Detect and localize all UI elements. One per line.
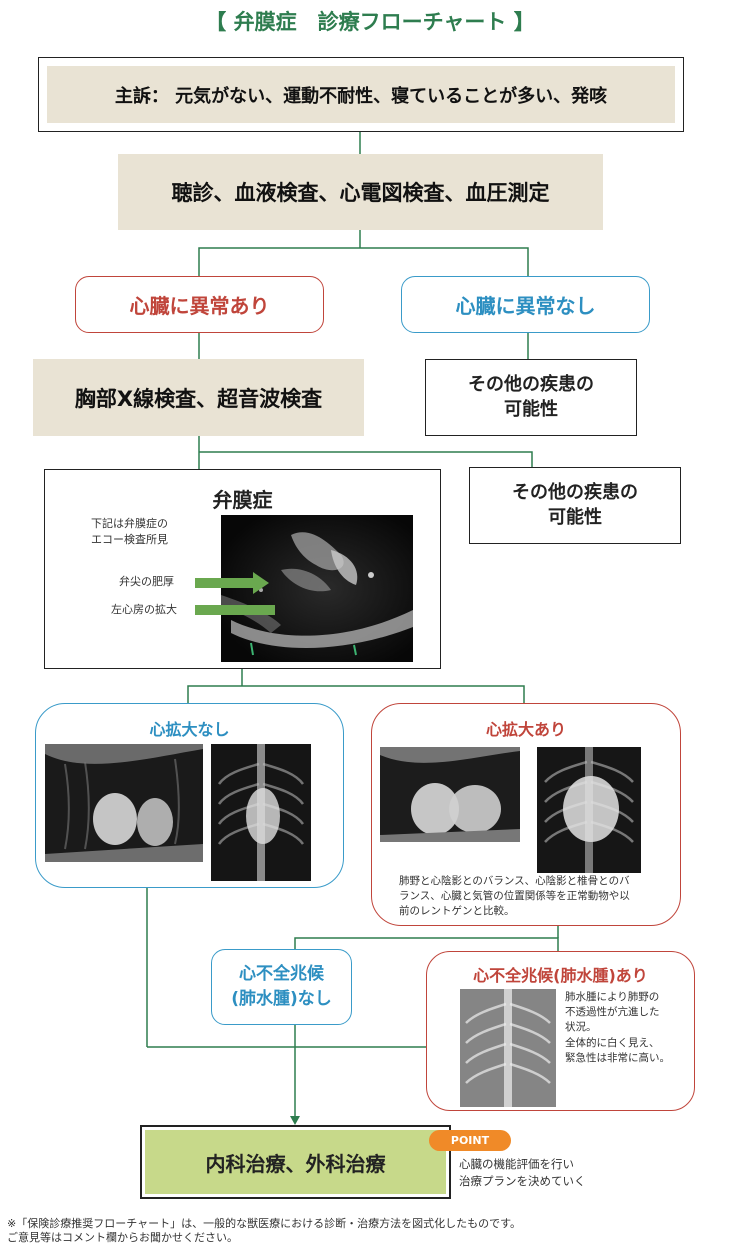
- valve-disease-box: 弁膜症 下記は弁膜症のエコー検査所見 弁尖の肥厚 左心房の拡大: [44, 469, 441, 669]
- no-cardiomegaly-title: 心拡大なし: [149, 720, 230, 739]
- lateral-xray-enlarged: [380, 747, 520, 842]
- no-cardiomegaly-box: 心拡大なし: [35, 703, 344, 888]
- arrow-thickening: [195, 572, 269, 594]
- lateral-xray-normal: [45, 744, 203, 862]
- cardiomegaly-note: 肺野と心陰影とのバランス、心陰影と椎骨とのバランス、心臓と気管の位置関係等を正常…: [399, 875, 630, 918]
- heart-failure-note: 肺水腫により肺野の不透過性が亢進した状況。全体的に白く見え、緊急性は非常に高い。: [565, 991, 670, 1064]
- chief-complaint: 主訴： 元気がない、運動不耐性、寝ていることが多い、発咳: [47, 66, 675, 123]
- echo-note: 下記は弁膜症のエコー検査所見: [91, 517, 168, 546]
- heart-failure-title: 心不全兆候(肺水腫)あり: [473, 966, 648, 985]
- treatment-box: 内科治療、外科治療: [140, 1125, 451, 1199]
- footer-note: ※「保険診療推奨フローチャート」は、一般的な獣医療における診断・治療方法を図式化…: [7, 1217, 522, 1245]
- chief-complaint-box: 主訴： 元気がない、運動不耐性、寝ていることが多い、発咳: [38, 57, 684, 132]
- arrow-la: [195, 599, 275, 621]
- other-disease-box-1: その他の疾患の可能性: [425, 359, 637, 436]
- vd-xray-enlarged: [537, 747, 641, 873]
- cardiomegaly-title: 心拡大あり: [485, 720, 566, 739]
- pulmonary-edema-xray: [460, 989, 556, 1107]
- valve-disease-title: 弁膜症: [212, 488, 273, 512]
- vd-xray-normal: [211, 744, 311, 881]
- chest-exam-box: 胸部X線検査、超音波検査: [33, 359, 364, 436]
- point-text: 心臓の機能評価を行い治療プランを決めていく: [459, 1157, 586, 1188]
- chart-title: 【 弁膜症 診療フローチャート 】: [205, 10, 535, 34]
- other-disease-box-2: その他の疾患の可能性: [469, 467, 681, 544]
- point-badge: POINT: [429, 1130, 511, 1151]
- label-la-enlargement: 左心房の拡大: [111, 603, 177, 616]
- arrows: [195, 572, 275, 621]
- treatment-label: 内科治療、外科治療: [145, 1130, 446, 1194]
- exam-box: 聴診、血液検査、心電図検査、血圧測定: [118, 154, 603, 230]
- cardiomegaly-box: 心拡大あり 肺野と心陰影とのバランス、心陰影と椎骨とのバランス、心臓と気管の位置…: [371, 703, 681, 926]
- label-leaflet-thickening: 弁尖の肥厚: [119, 575, 174, 588]
- heart-failure-box: 心不全兆候(肺水腫)あり 肺水腫により肺野の不透過性が亢進した状況。全体的に白く…: [426, 951, 695, 1111]
- heart-normal: 心臓に異常なし: [401, 276, 650, 333]
- no-heart-failure-box: 心不全兆候(肺水腫)なし: [211, 949, 352, 1025]
- heart-abnormal: 心臓に異常あり: [75, 276, 324, 333]
